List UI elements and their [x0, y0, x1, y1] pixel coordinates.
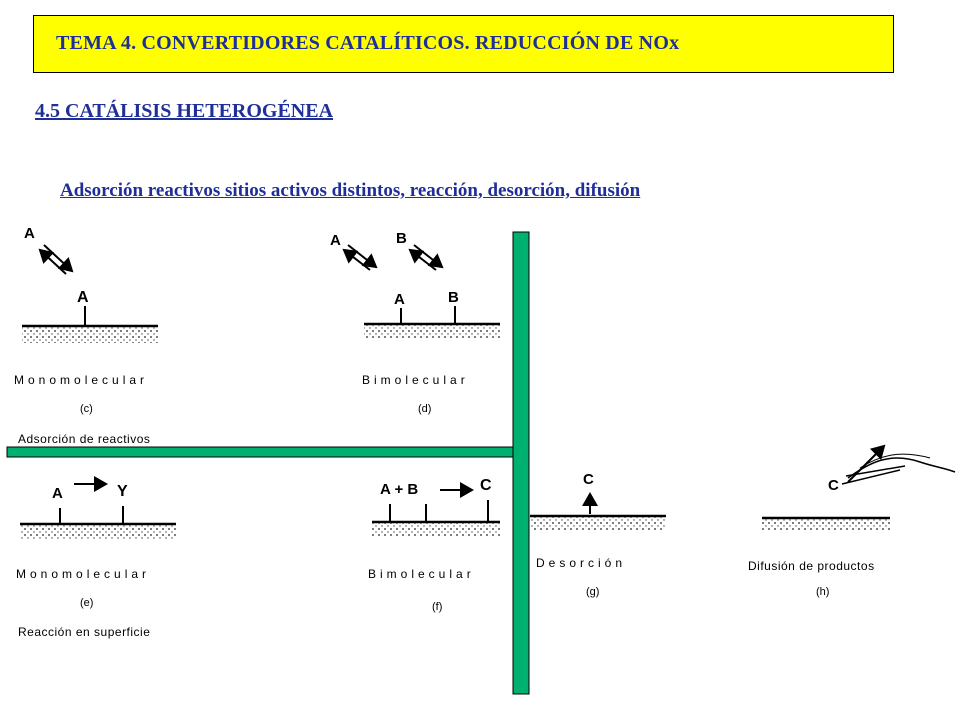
- catalyst-bulk: [762, 519, 890, 531]
- section-heading: Adsorción reactivos sitios activos disti…: [60, 180, 641, 201]
- panel-h: C Difusión de productos (h): [748, 444, 956, 598]
- panel-h-caption: Difusión de productos: [748, 559, 875, 573]
- catalyst-bulk: [372, 523, 500, 537]
- diffusion-cloud: [847, 457, 956, 479]
- panel-g-species: C: [583, 471, 594, 488]
- vertical-divider: [512, 231, 530, 695]
- panel-d-adsorbed-a: A: [394, 291, 405, 308]
- reaction-title: Reacción en superficie: [18, 625, 150, 639]
- panel-f-product: C: [480, 477, 492, 494]
- panel-d: A B A B Bimolecular (d): [330, 230, 500, 415]
- panel-c-label: (c): [80, 403, 93, 415]
- panel-f-caption: Bimolecular: [368, 567, 475, 581]
- panel-h-label: (h): [816, 586, 829, 598]
- panel-d-gas-b: B: [396, 230, 407, 247]
- panel-e-label: (e): [80, 597, 93, 609]
- panel-e-reactant: A: [52, 485, 63, 502]
- panel-f: A + B C Bimolecular (f): [368, 477, 500, 613]
- desorb-arrow-b: [408, 248, 437, 271]
- panel-c-caption: Monomolecular: [14, 373, 148, 387]
- page-title: TEMA 4. CONVERTIDORES CATALÍTICOS. REDUC…: [56, 32, 680, 54]
- adsorption-title: Adsorción de reactivos: [18, 432, 150, 446]
- catalyst-bulk: [20, 525, 176, 539]
- panel-f-label: (f): [432, 601, 442, 613]
- title-box: TEMA 4. CONVERTIDORES CATALÍTICOS. REDUC…: [33, 15, 894, 73]
- panel-e-caption: Monomolecular: [16, 567, 150, 581]
- panel-d-gas-a: A: [330, 232, 341, 249]
- panel-e-product: Y: [117, 483, 128, 500]
- panel-g-caption: Desorción: [536, 556, 626, 570]
- panel-c: A A Monomolecular (c): [14, 225, 158, 415]
- panel-g-label: (g): [586, 586, 599, 598]
- catalyst-bulk: [530, 517, 666, 531]
- section-subtitle: 4.5 CATÁLISIS HETEROGÉNEA: [35, 100, 334, 122]
- panel-e: A Y Monomolecular (e): [16, 476, 176, 609]
- panel-d-label: (d): [418, 403, 431, 415]
- catalyst-bulk: [22, 327, 158, 343]
- panel-d-adsorbed-b: B: [448, 289, 459, 306]
- adsorb-arrow-a: [347, 244, 378, 269]
- panel-f-reactants: A + B: [380, 481, 418, 498]
- panel-d-caption: Bimolecular: [362, 373, 469, 387]
- panel-g: C Desorción (g): [530, 471, 666, 598]
- desorb-arrow-a: [342, 248, 371, 271]
- desorb-arrow: [38, 248, 67, 275]
- catalyst-bulk: [364, 325, 500, 339]
- panel-h-species: C: [828, 477, 839, 494]
- panel-c-gas-species: A: [24, 225, 35, 242]
- diffusion-arrow: [847, 444, 886, 483]
- adsorb-arrow-b: [413, 244, 444, 269]
- horizontal-divider: [6, 446, 530, 458]
- panel-c-adsorbed-species: A: [77, 289, 89, 306]
